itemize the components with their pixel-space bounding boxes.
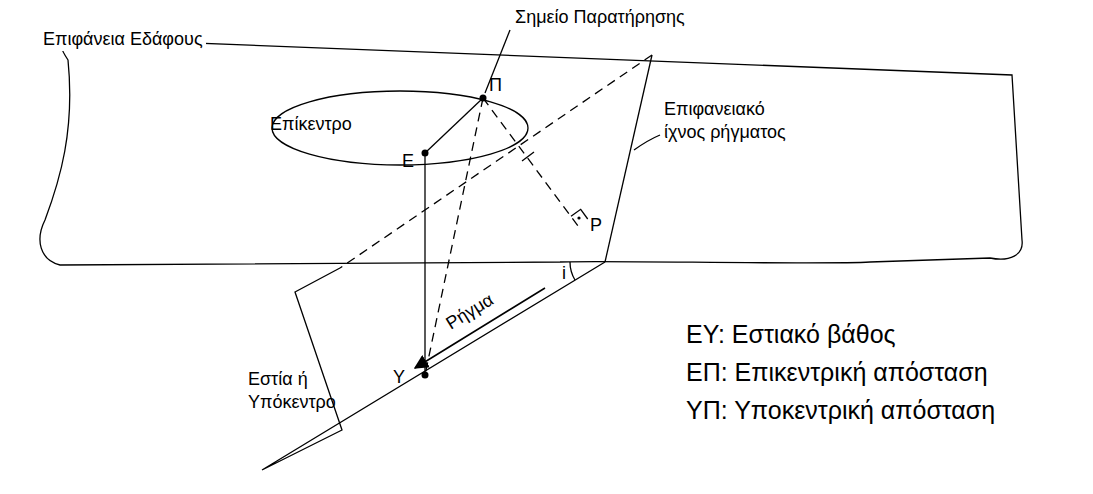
callout-label: Επιφανειακό ίχνος ρήγματος — [664, 98, 789, 145]
focal-depth — [424, 153, 425, 375]
callout-label: Επιφάνεια Εδάφους — [40, 28, 206, 51]
leader-line — [634, 135, 660, 150]
callout-label: Εστία ή Υπόκεντρο — [248, 368, 348, 415]
callout-label: Επίκεντρο — [270, 113, 352, 136]
hypocenter-point — [422, 372, 429, 379]
fault-trace — [605, 55, 652, 262]
fault-label: Ρήγμα — [442, 288, 498, 335]
tick — [522, 152, 534, 161]
right-angle-dot — [577, 216, 580, 219]
fault-arrow — [415, 288, 545, 368]
legend-text: ΥΠ: Υποκεντρική απόσταση — [686, 394, 995, 427]
angle-label: i — [562, 262, 566, 285]
point-letter: Υ — [393, 366, 405, 389]
point-letter: Ε — [402, 150, 414, 173]
callout-label: Σημείο Παρατήρησης — [512, 6, 688, 29]
fault-distance — [483, 98, 578, 226]
right-angle — [571, 209, 588, 219]
fault-hidden-edge — [340, 55, 652, 268]
fault-plane — [262, 262, 605, 470]
ground-surface — [40, 38, 1022, 265]
dip-angle-arc — [570, 262, 575, 280]
epicentral-distance — [425, 98, 483, 153]
point-letter: Ρ — [590, 214, 602, 237]
epicenter-point — [422, 150, 429, 157]
legend-text: ΕΥ: Εστιακό βάθος — [686, 318, 896, 351]
point-letter: Π — [489, 74, 502, 97]
legend-text: ΕΠ: Επικεντρική απόσταση — [686, 356, 988, 389]
observation-point — [480, 95, 487, 102]
